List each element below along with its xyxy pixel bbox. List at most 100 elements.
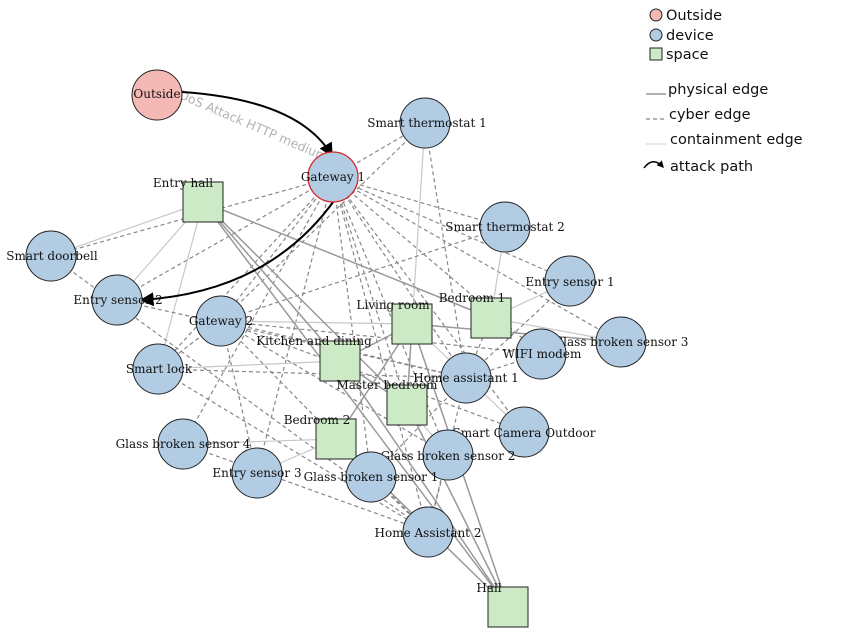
- node-ha1: Home assistant 1: [413, 352, 519, 404]
- node-label: Smart lock: [126, 362, 193, 376]
- legend-item-device: device: [649, 28, 714, 44]
- device-node-shape: [422, 429, 474, 481]
- device-node-shape: [399, 97, 451, 149]
- legend-attack-path-icon: [643, 160, 664, 169]
- node-glass1: Glass broken sensor 1: [304, 451, 439, 503]
- device-node-shape: [195, 295, 247, 347]
- legend-item-outside: Outside: [649, 8, 722, 24]
- legend-space-swatch: [649, 47, 663, 61]
- containment-edge: [157, 360, 341, 370]
- legend-device-swatch: [649, 28, 663, 42]
- space-node-shape: [391, 303, 433, 345]
- node-thermostat2: Smart thermostat 2: [445, 201, 565, 253]
- node-label: Living room: [356, 298, 430, 312]
- node-label: WIFI modem: [503, 347, 582, 361]
- node-label: Smart thermostat 2: [445, 220, 565, 234]
- legend-item-space: space: [649, 47, 709, 63]
- device-node-shape: [25, 230, 77, 282]
- cyber-edge: [220, 320, 258, 474]
- node-label: Outside: [133, 87, 180, 101]
- cyber-edge: [332, 176, 506, 228]
- cyber-edge: [220, 320, 449, 456]
- cyber-edge: [332, 176, 408, 406]
- space-node-shape: [315, 418, 357, 460]
- node-gateway1: Gateway 1: [301, 151, 365, 203]
- legend-item-containment-edge: containment edge: [646, 132, 803, 148]
- cyber-edge: [220, 176, 334, 322]
- node-glass3: Glass broken sensor 3: [554, 316, 689, 368]
- legend-space-label: space: [666, 47, 709, 63]
- device-node-shape: [402, 506, 454, 558]
- node-label: Entry sensor 2: [73, 293, 162, 307]
- device-node-shape: [345, 451, 397, 503]
- legend-item-physical-edge: physical edge: [646, 82, 768, 98]
- space-node-shape: [319, 340, 361, 382]
- containment-edge: [220, 320, 413, 325]
- node-label: Smart Camera Outdoor: [453, 426, 596, 440]
- legend-attack-path-label: attack path: [670, 159, 753, 175]
- node-label: Bedroom 2: [284, 413, 351, 427]
- device-node-shape: [307, 151, 359, 203]
- device-node-shape: [544, 255, 596, 307]
- space-node-shape: [386, 384, 428, 426]
- attack-path-arrow: [181, 91, 333, 158]
- cyber-edge: [424, 122, 467, 379]
- physical-edge: [202, 201, 408, 406]
- node-camera: Smart Camera Outdoor: [453, 406, 596, 458]
- device-node-shape: [595, 316, 647, 368]
- cyber-edge: [157, 368, 467, 379]
- node-label: Hall: [476, 581, 501, 595]
- node-label: Entry hall: [153, 176, 213, 190]
- cyber-edge: [116, 299, 467, 379]
- node-hall: Hall: [476, 581, 529, 628]
- device-node-shape: [479, 201, 531, 253]
- cyber-edge: [220, 320, 542, 355]
- node-label: Glass broken sensor 3: [554, 335, 689, 349]
- legend-outside-swatch: [649, 8, 663, 22]
- device-node-shape: [515, 328, 567, 380]
- node-glass2: Glass broken sensor 2: [381, 429, 515, 481]
- node-wifi: WIFI modem: [503, 328, 582, 380]
- legend-device-label: device: [666, 28, 714, 44]
- node-entry-sensor3: Entry sensor 3: [212, 447, 302, 499]
- cyber-edge: [332, 176, 467, 379]
- node-label: Home assistant 1: [413, 371, 518, 385]
- node-label: Entry sensor 1: [525, 275, 614, 289]
- device-node-shape: [231, 447, 283, 499]
- physical-edge: [202, 201, 509, 608]
- cyber-edge: [220, 320, 525, 433]
- legend-item-cyber-edge: cyber edge: [646, 107, 751, 123]
- physical-edge: [202, 201, 341, 362]
- cyber-edge: [182, 443, 429, 533]
- legend-cyber-edge-label: cyber edge: [669, 107, 751, 123]
- attack-edge-label: DoS Attack HTTP medium: [177, 87, 330, 164]
- containment-edge: [411, 122, 426, 325]
- node-label: Home Assistant 2: [375, 526, 482, 540]
- physical-edge: [406, 404, 509, 608]
- containment-edge: [50, 201, 204, 257]
- node-label: Glass broken sensor 1: [304, 470, 439, 484]
- cyber-edge: [157, 368, 429, 533]
- node-outside: Outside: [131, 69, 183, 121]
- cyber-edge: [220, 226, 506, 322]
- cyber-edge: [256, 176, 334, 474]
- outside-node-shape: [131, 69, 183, 121]
- containment-edge: [182, 438, 337, 445]
- node-label: Entry sensor 3: [212, 466, 301, 480]
- space-node-shape: [487, 586, 529, 628]
- node-label: Smart thermostat 1: [367, 116, 487, 130]
- containment-edge: [157, 201, 204, 370]
- node-smart-lock: Smart lock: [126, 343, 193, 395]
- legend: Outside device space physical edge cyber…: [643, 8, 803, 175]
- device-node-shape: [132, 343, 184, 395]
- node-label: Kitchen and dining: [256, 334, 372, 348]
- node-label: Gateway 1: [301, 170, 365, 184]
- cyber-edge: [332, 176, 449, 456]
- node-living-room: Living room: [356, 298, 433, 345]
- node-label: Master bedroom: [336, 378, 438, 392]
- device-node-shape: [157, 418, 209, 470]
- cyber-edge: [332, 176, 571, 282]
- cyber-edge: [332, 176, 372, 478]
- legend-item-attack-path: attack path: [643, 159, 753, 175]
